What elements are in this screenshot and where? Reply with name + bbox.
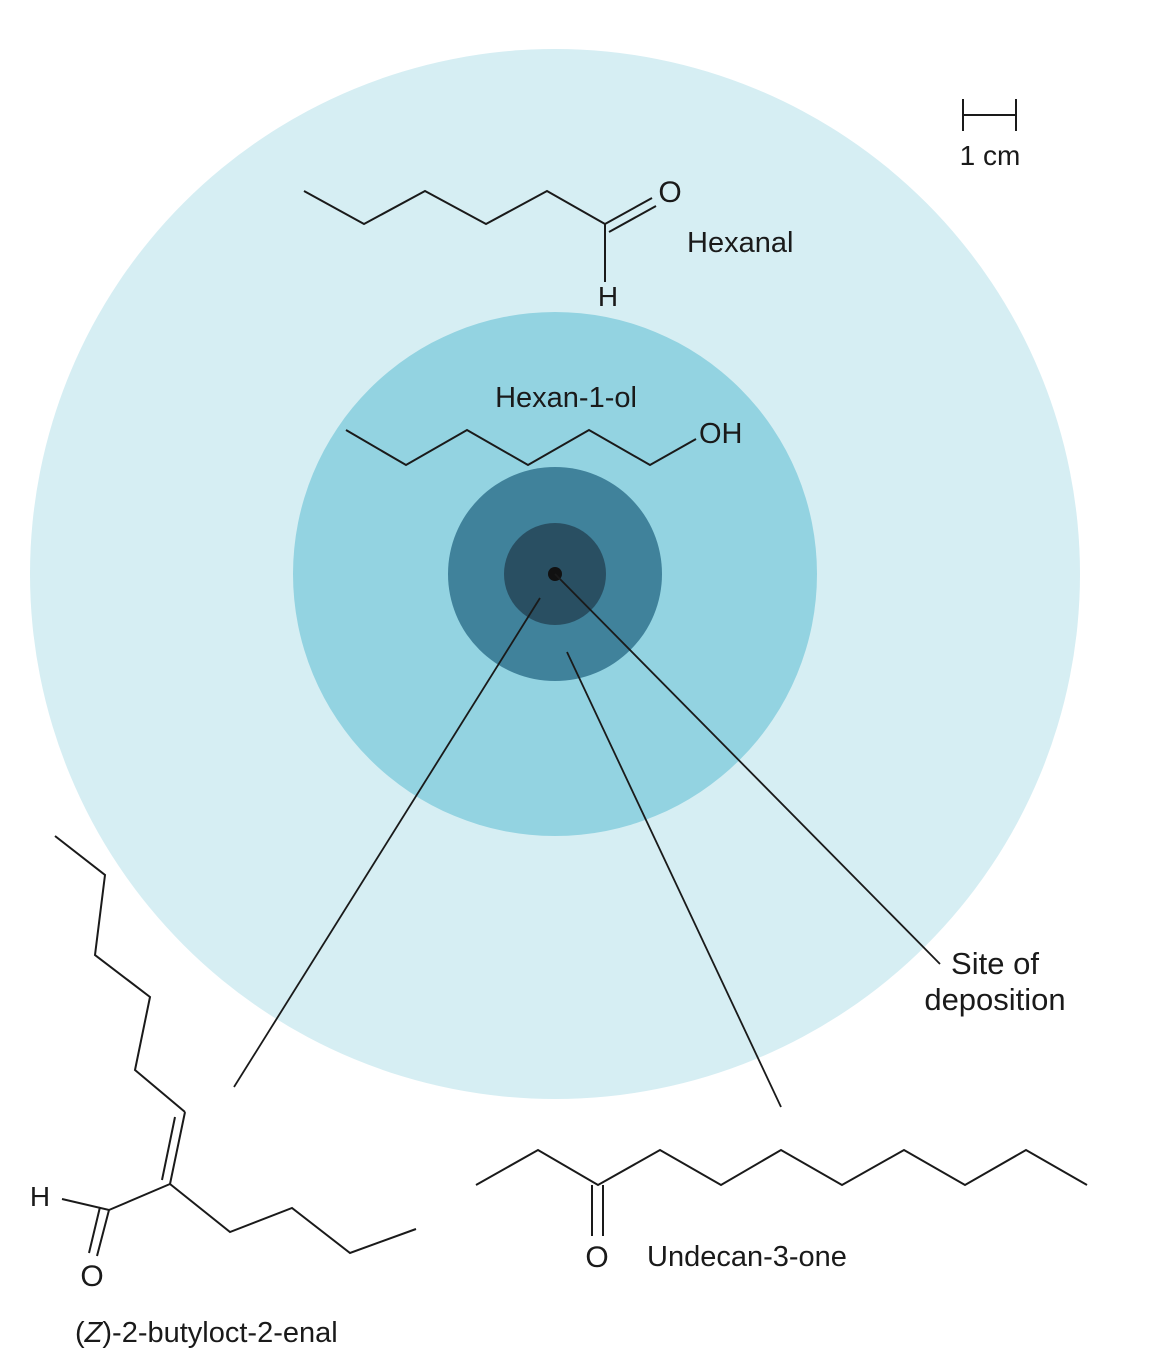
scale-bar: 1 cm <box>960 99 1021 171</box>
scale-bar-label: 1 cm <box>960 140 1021 171</box>
hexanal-chain <box>303 189 606 226</box>
molecule-butyloctenal: H O (Z)-2-butyloct-2-enal <box>30 835 417 1349</box>
molecule-hexanal: O H Hexanal <box>303 176 793 312</box>
leader-site <box>554 573 941 965</box>
undecanone-carbonyl-bond <box>591 1185 604 1236</box>
undecanone-atom-o: O <box>585 1241 608 1274</box>
hexanol-atom-oh: OH <box>699 418 743 450</box>
undecanone-name: Undecan-3-one <box>647 1241 847 1273</box>
hexanal-atom-h: H <box>598 281 618 312</box>
hexanal-carbonyl-bond <box>604 197 657 233</box>
butyloctenal-carbonyl-bond <box>88 1206 110 1257</box>
scale-bar-line <box>962 99 1017 131</box>
hexanal-name: Hexanal <box>687 227 793 259</box>
site-label-line1: Site of <box>951 946 1039 981</box>
molecule-undecan-3-one: O Undecan-3-one <box>475 1148 1088 1274</box>
butyloctenal-double-bond <box>161 1111 186 1185</box>
butyloctenal-aldehyde-c <box>61 1183 171 1212</box>
butyloctenal-name: (Z)-2-butyloct-2-enal <box>75 1317 338 1349</box>
butyloctenal-atom-o: O <box>80 1260 103 1293</box>
butyloctenal-atom-h: H <box>30 1181 50 1212</box>
butyloctenal-butyl-chain <box>169 1183 417 1255</box>
hexanol-name: Hexan-1-ol <box>495 382 637 414</box>
leader-lines <box>233 573 941 1108</box>
leader-butyloctenal <box>233 597 541 1088</box>
leader-undecanone <box>566 651 782 1108</box>
site-label-line2: deposition <box>924 982 1065 1017</box>
hexanol-chain <box>345 428 697 467</box>
undecanone-chain <box>475 1148 1088 1187</box>
butyloctenal-hexyl-chain <box>54 835 186 1113</box>
molecule-hexan-1-ol: Hexan-1-ol OH <box>345 382 743 467</box>
hexanal-atom-o: O <box>658 176 681 209</box>
